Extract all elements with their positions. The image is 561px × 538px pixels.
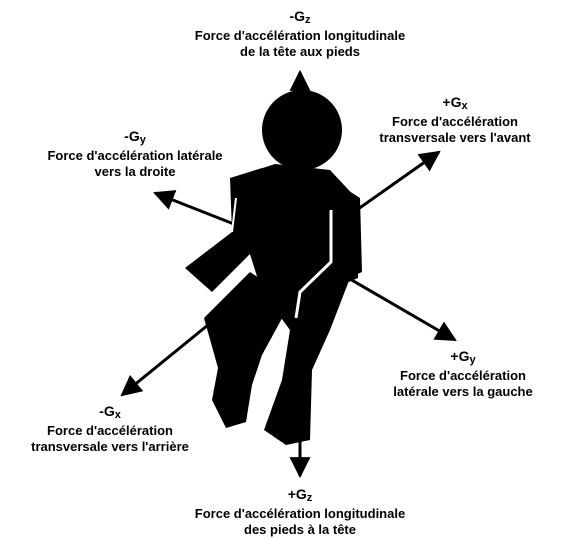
label-neg-gx-line2: transversale vers l'arrière — [5, 439, 215, 455]
label-neg-gx-line1: Force d'accélération — [5, 423, 215, 439]
label-neg-gx: -Gx Force d'accélération transversale ve… — [5, 403, 215, 455]
label-neg-gy-symbol: -Gy — [30, 128, 240, 148]
label-neg-gx-symbol: -Gx — [5, 403, 215, 423]
label-neg-gy-line2: vers la droite — [30, 164, 240, 180]
label-neg-gz-symbol: -Gz — [150, 8, 450, 28]
label-neg-gy: -Gy Force d'accélération latérale vers l… — [30, 128, 240, 180]
label-pos-gx-line1: Force d'accélération — [355, 114, 555, 130]
label-neg-gz-line1: Force d'accélération longitudinale — [150, 28, 450, 44]
label-neg-gy-line1: Force d'accélération latérale — [30, 148, 240, 164]
label-pos-gy: +Gy Force d'accélération latérale vers l… — [368, 348, 558, 400]
label-pos-gz: +Gz Force d'accélération longitudinale d… — [150, 486, 450, 538]
label-pos-gz-symbol: +Gz — [150, 486, 450, 506]
label-neg-gz-line2: de la tête aux pieds — [150, 44, 450, 60]
label-pos-gx-line2: transversale vers l'avant — [355, 130, 555, 146]
label-pos-gy-line2: latérale vers la gauche — [368, 384, 558, 400]
figure-head — [262, 90, 342, 170]
label-pos-gz-line1: Force d'accélération longitudinale — [150, 506, 450, 522]
label-pos-gz-line2: des pieds à la tête — [150, 522, 450, 538]
label-pos-gx: +Gx Force d'accélération transversale ve… — [355, 94, 555, 146]
label-pos-gx-symbol: +Gx — [355, 94, 555, 114]
label-pos-gy-symbol: +Gy — [368, 348, 558, 368]
label-neg-gz: -Gz Force d'accélération longitudinale d… — [150, 8, 450, 60]
figure-front-leg — [262, 266, 350, 445]
label-pos-gy-line1: Force d'accélération — [368, 368, 558, 384]
